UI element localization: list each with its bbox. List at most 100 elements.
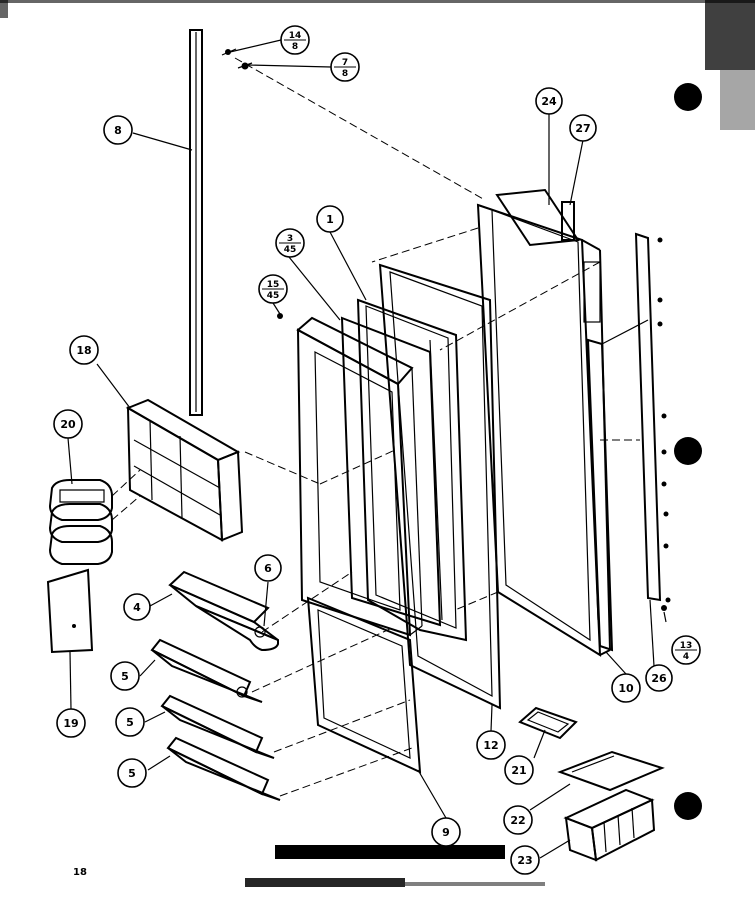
assembly-line-7 bbox=[319, 449, 396, 485]
callout-label: 22 bbox=[510, 814, 525, 827]
screws-top bbox=[221, 48, 253, 70]
callout-label: 19 bbox=[63, 717, 78, 730]
callout-c24: 24 bbox=[535, 87, 563, 115]
callout-c18: 18 bbox=[69, 335, 99, 365]
assembly-line-screws bbox=[234, 57, 486, 201]
callout-c1: 1 bbox=[316, 205, 344, 233]
callout-circle bbox=[503, 805, 533, 835]
callout-circle bbox=[316, 205, 344, 233]
door-shelf-part-5-top bbox=[150, 638, 263, 703]
callout-label: 9 bbox=[442, 826, 450, 839]
assembly-line-4 bbox=[454, 591, 499, 611]
callout-numerator: 15 bbox=[267, 280, 280, 290]
callout-label: 10 bbox=[618, 682, 634, 695]
door-gasket-part-12 bbox=[378, 263, 502, 710]
screw-part-15 bbox=[277, 313, 283, 319]
callout-c4: 4 bbox=[123, 593, 151, 621]
callout-label: 4 bbox=[133, 601, 141, 614]
callout-label: 12 bbox=[483, 739, 498, 752]
callout-numerator: 3 bbox=[287, 234, 293, 244]
shelf-rack-part-18 bbox=[125, 398, 244, 542]
callout-circle bbox=[69, 335, 99, 365]
callout-c12: 12 bbox=[476, 730, 506, 760]
door-shelf-part-5-bottom bbox=[166, 736, 281, 801]
callout-denominator: 4 bbox=[683, 652, 689, 662]
callout-bubbles: 8148782427134515451820645551991210261342… bbox=[53, 25, 701, 875]
callout-label: 18 bbox=[76, 344, 91, 357]
hinge-rail-part-26 bbox=[586, 232, 671, 652]
callout-c23: 23 bbox=[510, 845, 540, 875]
door-bin-part-4 bbox=[168, 570, 279, 652]
callout-label: 24 bbox=[541, 95, 557, 108]
callout-circle bbox=[476, 730, 506, 760]
callout-circle bbox=[56, 708, 86, 738]
callout-c14: 148 bbox=[280, 25, 310, 55]
callout-c20: 20 bbox=[53, 409, 83, 439]
inner-panel-part-1 bbox=[356, 298, 468, 642]
callout-c9: 9 bbox=[431, 817, 461, 847]
callout-c19: 19 bbox=[56, 708, 86, 738]
callout-label: 1 bbox=[326, 213, 334, 226]
assembly-line-2 bbox=[371, 227, 479, 263]
callout-label: 26 bbox=[651, 672, 667, 685]
callout-label: 23 bbox=[517, 854, 532, 867]
assembly-line-shelf-1 bbox=[261, 571, 353, 633]
callout-circle bbox=[510, 845, 540, 875]
callout-label: 27 bbox=[575, 122, 590, 135]
callout-circle bbox=[504, 755, 534, 785]
callout-circle bbox=[611, 673, 641, 703]
assembly-line-shelf-4 bbox=[279, 747, 413, 797]
door-shelf-part-5-middle bbox=[160, 694, 275, 759]
callout-c13: 134 bbox=[671, 635, 701, 665]
callout-c7: 78 bbox=[330, 52, 360, 82]
callout-circle bbox=[117, 758, 147, 788]
callout-c27: 27 bbox=[569, 114, 597, 142]
callout-label: 20 bbox=[60, 418, 76, 431]
callout-circle bbox=[569, 114, 597, 142]
assembly-line-shelf-2 bbox=[251, 627, 393, 693]
callout-denominator: 8 bbox=[342, 69, 348, 79]
callout-denominator: 45 bbox=[284, 245, 297, 255]
callout-circle bbox=[110, 661, 140, 691]
callout-label: 5 bbox=[126, 716, 134, 729]
callout-circle bbox=[53, 409, 83, 439]
callout-c10: 10 bbox=[611, 673, 641, 703]
callout-c6: 6 bbox=[254, 554, 282, 582]
assembly-line-3 bbox=[439, 261, 601, 351]
callout-c21: 21 bbox=[504, 755, 534, 785]
callout-circle bbox=[103, 115, 133, 145]
leader-lines bbox=[67, 39, 667, 859]
binder-hole-bottom bbox=[674, 792, 702, 820]
tray-part-21 bbox=[518, 706, 578, 740]
callout-c8a: 8 bbox=[103, 115, 133, 145]
binder-hole-middle bbox=[674, 437, 702, 465]
callout-numerator: 13 bbox=[680, 641, 693, 651]
cover-plate-part-19 bbox=[46, 568, 94, 654]
callout-circle bbox=[645, 664, 673, 692]
callout-c26: 26 bbox=[645, 664, 673, 692]
callout-c5b: 5 bbox=[115, 707, 145, 737]
callout-numerator: 14 bbox=[289, 31, 302, 41]
callout-denominator: 45 bbox=[267, 291, 280, 301]
assembly-line-shelf-3 bbox=[273, 699, 411, 753]
assembly-line-6 bbox=[244, 451, 321, 485]
trim-strip-part-8 bbox=[189, 29, 203, 416]
lower-gasket-part-9 bbox=[306, 596, 422, 774]
callout-label: 5 bbox=[121, 670, 129, 683]
callout-label: 21 bbox=[511, 764, 526, 777]
callout-label: 5 bbox=[128, 767, 136, 780]
bracket-part-27 bbox=[561, 201, 575, 241]
callout-c3: 345 bbox=[275, 228, 305, 258]
page-number: 18 bbox=[73, 867, 87, 878]
callout-circle bbox=[431, 817, 461, 847]
stacked-bins-part-20 bbox=[48, 469, 141, 565]
callout-circle bbox=[535, 87, 563, 115]
callout-denominator: 8 bbox=[292, 42, 298, 52]
cover-part-22 bbox=[557, 750, 665, 792]
screw-part-13 bbox=[661, 605, 667, 611]
binder-hole-top bbox=[674, 83, 702, 111]
